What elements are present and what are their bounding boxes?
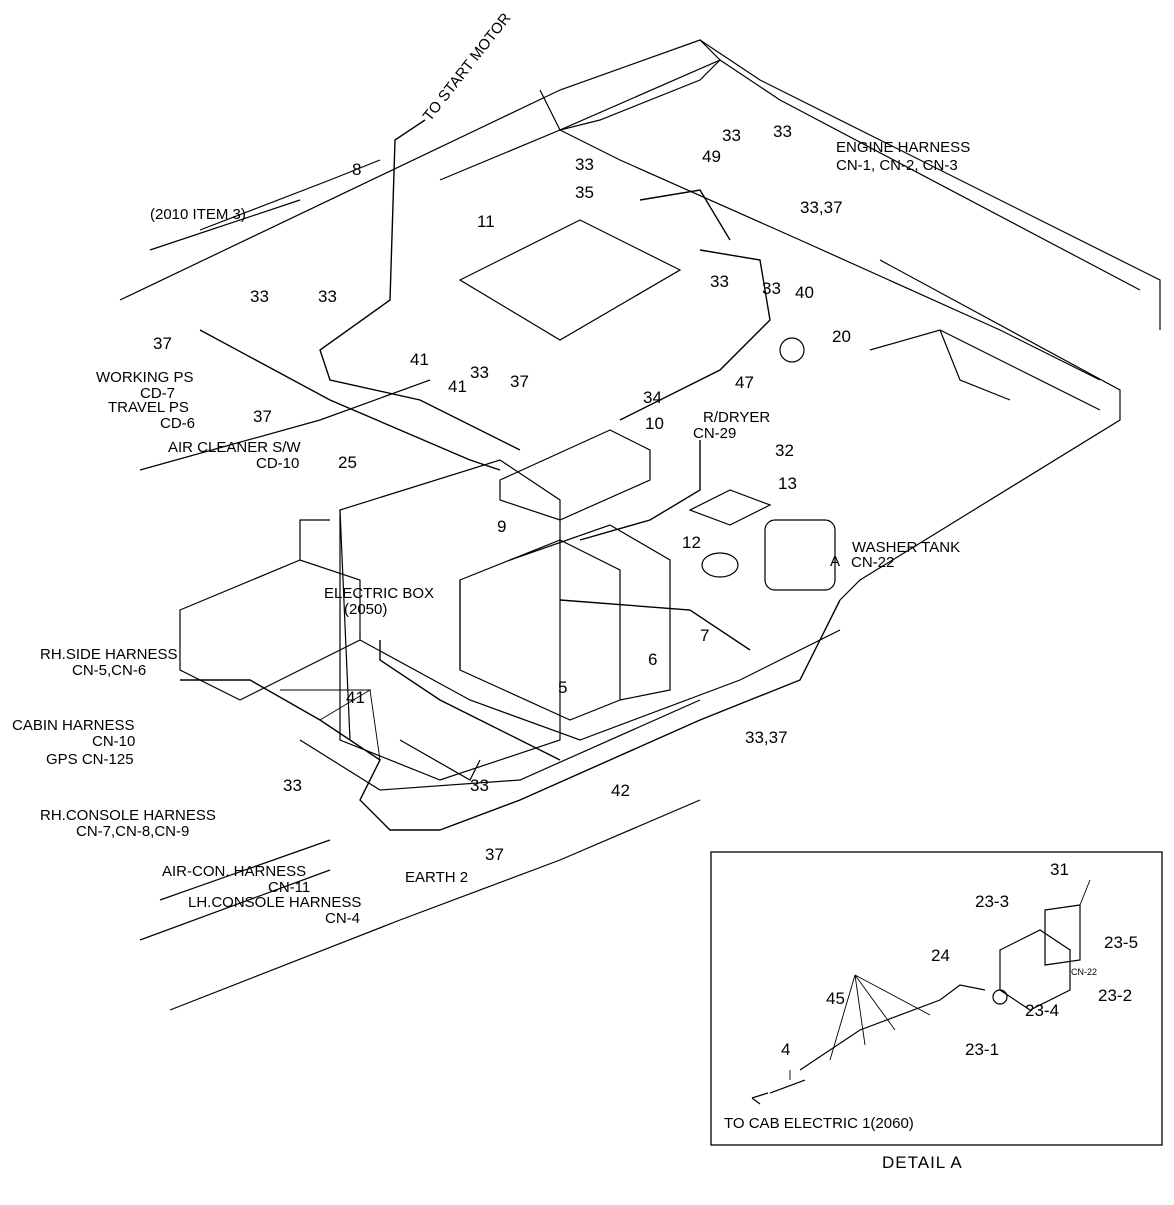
callout-25: 25 <box>338 453 357 472</box>
callout-41: 41 <box>346 688 365 707</box>
detail-a-box <box>710 851 1163 1146</box>
label-travel-ps: TRAVEL PS <box>108 399 189 416</box>
callout-8: 8 <box>352 160 361 179</box>
label-earth: EARTH 2 <box>405 869 468 886</box>
part-callouts: 8 33 33 33 35 49 33,37 11 33 33 37 33 33… <box>153 122 1138 1059</box>
callout-31: 31 <box>1050 860 1069 879</box>
leader-lines <box>280 689 1091 1080</box>
label-cabin-harness: CABIN HARNESS <box>12 717 135 734</box>
callout-33-37: 33,37 <box>745 728 788 747</box>
label-travel-ps-cd: CD-6 <box>160 415 195 432</box>
label-to-cab-electric: TO CAB ELECTRIC 1(2060) <box>724 1115 914 1132</box>
label-lh-console-harness: LH.CONSOLE HARNESS <box>188 894 361 911</box>
callout-37: 37 <box>153 334 172 353</box>
label-lh-console-harness-cn: CN-4 <box>325 910 360 927</box>
label-rh-console-harness-cn: CN-7,CN-8,CN-9 <box>76 823 189 840</box>
label-rdryer-cn: CN-29 <box>693 425 736 442</box>
label-detail-a-marker: A <box>830 553 840 570</box>
label-to-start-motor: TO START MOTOR <box>420 10 515 125</box>
callout-37: 37 <box>485 845 504 864</box>
callout-41: 41 <box>448 377 467 396</box>
callout-33: 33 <box>250 287 269 306</box>
callout-32: 32 <box>775 441 794 460</box>
label-working-ps-cd: CD-7 <box>140 385 175 402</box>
label-item-2010: (2010 ITEM 3) <box>150 206 246 223</box>
label-engine-harness-cn: CN-1, CN-2, CN-3 <box>836 157 958 174</box>
callout-45: 45 <box>826 989 845 1008</box>
callout-13: 13 <box>778 474 797 493</box>
label-electric-box: ELECTRIC BOX <box>324 585 434 602</box>
callout-23-4: 23-4 <box>1025 1001 1059 1020</box>
label-cabin-harness-cn: CN-10 <box>92 733 135 750</box>
callout-7: 7 <box>700 626 709 645</box>
callout-33: 33 <box>283 776 302 795</box>
label-washer-tank-cn: CN-22 <box>851 554 894 571</box>
callout-33: 33 <box>470 776 489 795</box>
harness-labels: TO START MOTOR (2010 ITEM 3) ENGINE HARN… <box>12 10 1097 1132</box>
callout-20: 20 <box>832 327 851 346</box>
callout-33: 33 <box>318 287 337 306</box>
label-rdryer: R/DRYER <box>703 409 770 426</box>
callout-33: 33 <box>762 279 781 298</box>
callout-40: 40 <box>795 283 814 302</box>
callout-24: 24 <box>931 946 950 965</box>
detail-a-parts <box>751 904 1081 1105</box>
callout-33: 33 <box>710 272 729 291</box>
callout-23-3: 23-3 <box>975 892 1009 911</box>
label-gps: GPS CN-125 <box>46 751 134 768</box>
callout-35: 35 <box>575 183 594 202</box>
detail-a-title: DETAIL A <box>882 1153 963 1172</box>
harness-lines <box>180 119 841 831</box>
callout-37: 37 <box>253 407 272 426</box>
callout-23-2: 23-2 <box>1098 986 1132 1005</box>
label-air-cleaner: AIR CLEANER S/W <box>168 439 301 456</box>
callout-41: 41 <box>410 350 429 369</box>
label-rh-side-harness-cn: CN-5,CN-6 <box>72 662 146 679</box>
label-cn22-small: CN-22 <box>1071 967 1097 977</box>
label-aircon-harness: AIR-CON. HARNESS <box>162 863 306 880</box>
callout-42: 42 <box>611 781 630 800</box>
frame-outlines <box>119 39 1161 1011</box>
callout-47: 47 <box>735 373 754 392</box>
callout-33-37: 33,37 <box>800 198 843 217</box>
callout-9: 9 <box>497 517 506 536</box>
label-rh-console-harness: RH.CONSOLE HARNESS <box>40 807 216 824</box>
callout-37: 37 <box>510 372 529 391</box>
callout-10: 10 <box>645 414 664 433</box>
callout-11: 11 <box>477 212 495 231</box>
callout-23-5: 23-5 <box>1104 933 1138 952</box>
callout-4: 4 <box>781 1040 790 1059</box>
callout-49: 49 <box>702 147 721 166</box>
label-rh-side-harness: RH.SIDE HARNESS <box>40 646 178 663</box>
callout-33: 33 <box>722 126 741 145</box>
label-washer-tank: WASHER TANK <box>852 539 960 556</box>
label-working-ps: WORKING PS <box>96 369 194 386</box>
callout-34: 34 <box>643 388 662 407</box>
callout-33: 33 <box>773 122 792 141</box>
callout-12: 12 <box>682 533 701 552</box>
label-engine-harness: ENGINE HARNESS <box>836 139 970 156</box>
callout-5: 5 <box>558 678 567 697</box>
callout-33: 33 <box>470 363 489 382</box>
label-aircon-harness-cn: CN-11 <box>268 879 310 896</box>
label-air-cleaner-cd: CD-10 <box>256 455 299 472</box>
callout-33: 33 <box>575 155 594 174</box>
label-electric-box-ref: (2050) <box>344 601 387 618</box>
callout-6: 6 <box>648 650 657 669</box>
callout-23-1: 23-1 <box>965 1040 999 1059</box>
